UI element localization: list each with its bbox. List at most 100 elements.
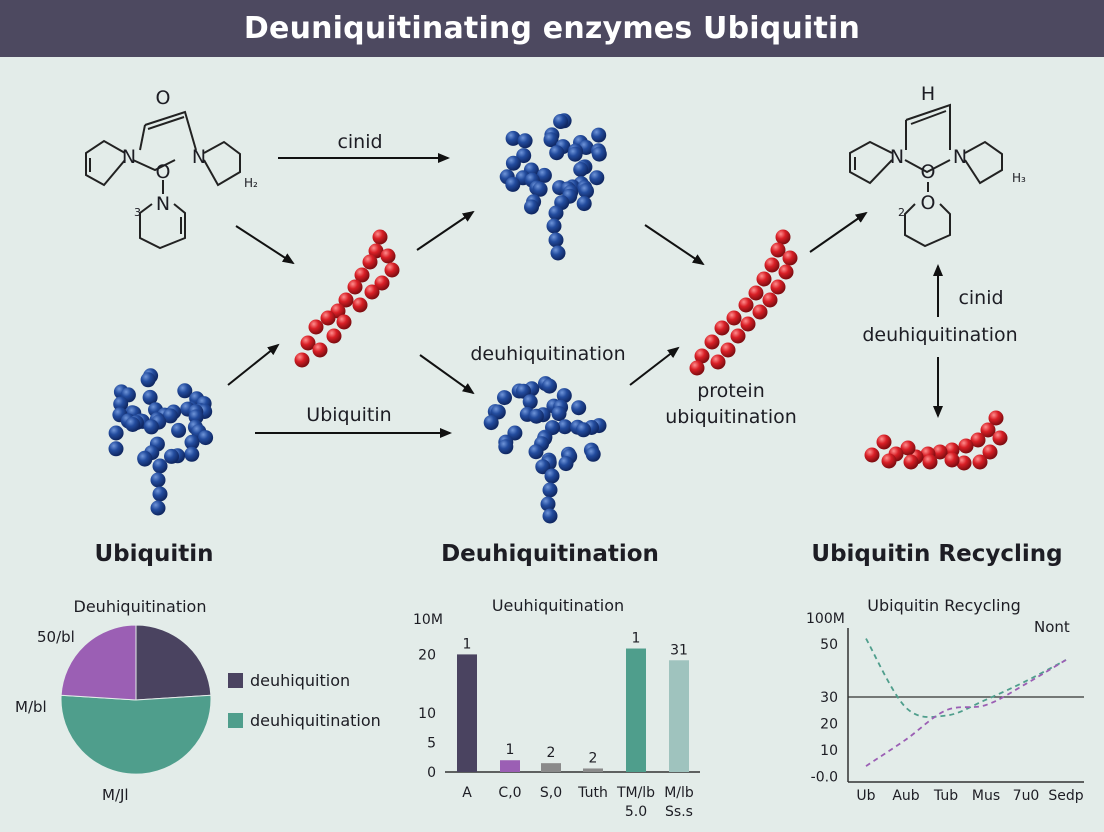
subscript-label: H₃ (1012, 171, 1026, 185)
y-tick-label: 5 (427, 736, 436, 752)
protein-bead (543, 132, 559, 148)
arrow (227, 343, 280, 386)
protein-bead (184, 446, 200, 462)
protein-bead (374, 275, 390, 291)
protein-bead (516, 148, 532, 164)
arrow (629, 346, 680, 386)
protein-bead (142, 389, 158, 405)
legend-label: deuhiquition (250, 671, 350, 690)
protein-bead (184, 434, 200, 450)
arrow-label: ubiquitination (665, 406, 797, 428)
legend-label: deuhiquitination (250, 711, 381, 730)
molecule-labels-left: O N N O N H₂ 3 (122, 87, 258, 219)
protein-bead (900, 440, 916, 456)
protein-bead (726, 310, 742, 326)
bar (669, 660, 689, 772)
ubiquitin-chain-red (864, 410, 1008, 471)
ubiquitin-cluster-blue (483, 376, 607, 524)
arrow (416, 210, 475, 251)
protein-bead (140, 372, 156, 388)
protein-bead (550, 245, 566, 261)
y-tick-label: 50 (820, 637, 838, 653)
protein-bead (352, 297, 368, 313)
protein-bead (326, 328, 342, 344)
index-label: 2 (898, 206, 905, 219)
protein-bead (714, 320, 730, 336)
page-title: Deuniquitinating enzymes Ubiquitin (243, 11, 861, 46)
arrow (644, 224, 705, 266)
y-tick-label: 20 (418, 647, 436, 663)
protein-bead (150, 500, 166, 516)
protein-bead (336, 314, 352, 330)
x-tick-label: Ub (856, 788, 875, 804)
diagram-canvas: O N N O N H₂ 3 H N N O O H₃ 2 (15, 83, 1084, 820)
protein-bead (137, 451, 153, 467)
arrow-label: cinid (958, 287, 1003, 309)
title-bar: Deuniquitinating enzymes Ubiquitin (0, 0, 1104, 57)
protein-bead (294, 352, 310, 368)
atom-label: N (890, 146, 904, 168)
protein-bead (384, 262, 400, 278)
pie-annotation: M/Jl (102, 786, 129, 804)
protein-bead (171, 422, 187, 438)
arrow (419, 354, 475, 395)
bar (583, 768, 603, 772)
protein-bead (864, 447, 880, 463)
protein-bead (770, 279, 786, 295)
pie-chart-title: Deuhiquitination (74, 597, 207, 616)
protein-bead (505, 155, 521, 171)
protein-bead (362, 254, 378, 270)
atom-label: O (156, 87, 171, 109)
protein-bead (505, 176, 521, 192)
y-tick-label: 10 (418, 706, 436, 722)
protein-bead (320, 310, 336, 326)
protein-bead (113, 396, 129, 412)
protein-bead (778, 264, 794, 280)
protein-bead (567, 146, 583, 162)
index-label: 3 (134, 206, 141, 219)
x-tick-label: A (462, 785, 472, 801)
protein-bead (591, 127, 607, 143)
protein-bead (704, 334, 720, 350)
protein-bead (932, 444, 948, 460)
molecule-labels-right: H N N O O H₃ 2 (890, 83, 1026, 219)
protein-bead (125, 417, 141, 432)
protein-bead (881, 453, 897, 469)
bar-data-label: 1 (463, 636, 472, 652)
protein-bead (903, 454, 919, 470)
protein-bead (540, 496, 556, 512)
protein-bead (720, 342, 736, 358)
protein-bead (152, 486, 168, 502)
protein-bead (300, 335, 316, 351)
protein-bead (922, 454, 938, 470)
atom-label: H (921, 83, 935, 105)
protein-bead (108, 425, 124, 441)
protein-bead (542, 482, 558, 498)
protein-bead (589, 170, 605, 186)
protein-bead (752, 304, 768, 320)
protein-bead (694, 348, 710, 364)
subscript-label: H₂ (244, 176, 258, 190)
protein-bead (992, 430, 1008, 446)
protein-bead (536, 167, 552, 183)
y-tick-label: 10 (820, 743, 838, 759)
x-tick-label: Ss.s (665, 804, 693, 820)
protein-bead (164, 448, 179, 464)
y-axis-label: 100M (806, 611, 845, 627)
protein-bead (944, 452, 960, 468)
section-title-recycling: Ubiquitin Recycling (811, 541, 1062, 567)
protein-bead (710, 354, 726, 370)
x-tick-label: TM/lb (616, 785, 655, 801)
protein-bead (143, 419, 159, 435)
y-tick-label: 30 (820, 690, 838, 706)
protein-bead (372, 229, 388, 245)
protein-bead (579, 183, 594, 199)
y-tick-label: -0.0 (811, 770, 838, 786)
protein-bead (528, 444, 544, 460)
protein-bead (689, 360, 705, 376)
protein-bead (517, 133, 533, 149)
x-tick-label: Aub (892, 788, 919, 804)
legend-swatch (228, 713, 243, 728)
legend-swatch (228, 673, 243, 688)
